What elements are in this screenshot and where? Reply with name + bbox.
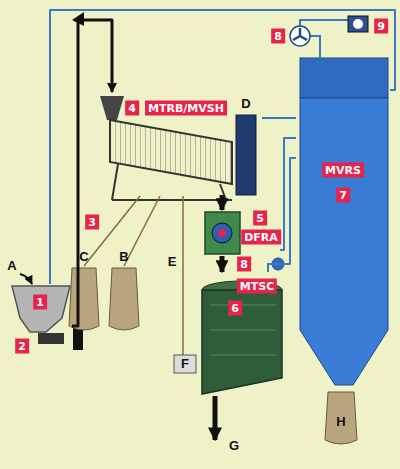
callout-number: 2 [15,339,29,354]
flow-line [72,20,112,326]
rotary-valve: 5DFRA [203,210,280,256]
stream-letter: H [336,415,345,429]
stream-letter: G [229,439,239,453]
machine-code: MTSC [237,279,277,294]
callout-number: 8 [271,29,285,44]
callout-number: 8 [237,257,251,272]
callout-number: 6 [228,301,242,316]
separator: MTSC 6 [195,272,288,398]
stream-letter: D [241,97,250,111]
stream-letter: C [79,250,88,264]
stream-letter: F [181,357,189,371]
stream-letter: E [168,255,177,269]
callout-number: 7 [336,188,350,203]
flow-line [268,158,296,272]
callout-number: 4 [125,101,139,116]
machine-code: DFRA [241,230,281,245]
stream-letter: A [7,259,16,273]
flow-line [220,256,225,272]
hopper: 1 [10,284,72,334]
filter: MVRS 7 [296,55,390,390]
flow-line [50,10,395,284]
callout-number: 9 [374,19,388,34]
callout-number: 5 [253,211,267,226]
flow-line [280,138,296,250]
flow-line [262,117,296,119]
flow-line [220,195,225,210]
drum-sieve: 4 MTRB/MVSH [100,92,262,195]
machine-code: MTRB/MVSH [145,101,227,116]
callout-number: 1 [33,295,47,310]
machine-code: MVRS [322,163,364,178]
stream-letter: B [119,250,128,264]
callout-number: 3 [85,215,99,230]
